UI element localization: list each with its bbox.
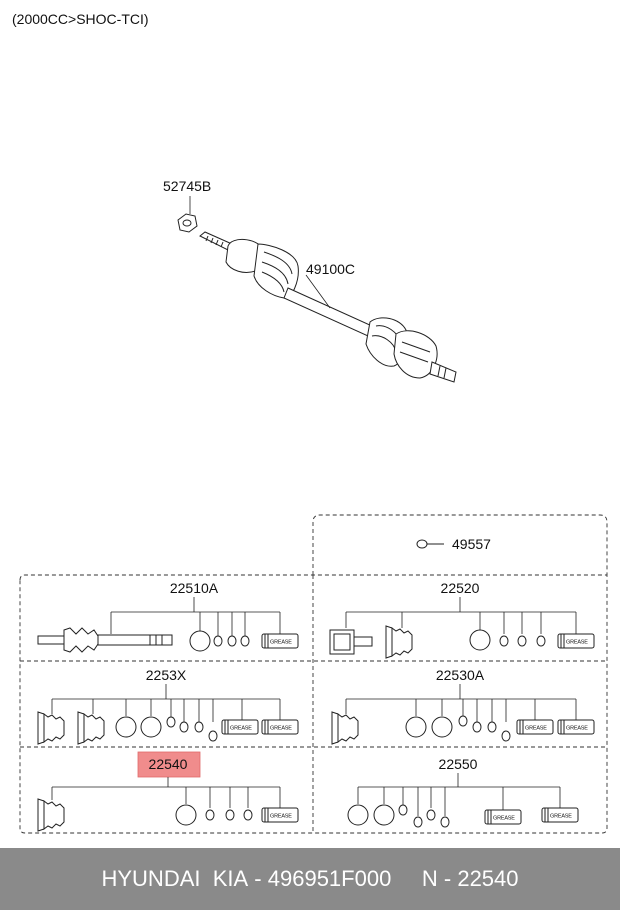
kit-22550: 22550	[347, 756, 579, 828]
kit-22520: 22520	[329, 580, 595, 659]
axle-assembly-icon	[37, 627, 173, 653]
shaft-bar-icon	[283, 287, 373, 337]
part-footer: HYUNDAI KIA - 496951F000 N - 22540	[0, 848, 620, 910]
footer-part-number: 496951F000	[267, 866, 392, 891]
footer-brand: HYUNDAI KIA	[101, 866, 249, 891]
drive-shaft-illustration: 52745B 49100C	[163, 178, 457, 383]
inner-joint-icon	[329, 629, 373, 655]
highlight-box	[137, 751, 201, 778]
footer-prefix: N	[421, 866, 438, 891]
footer-sep: -	[248, 866, 268, 891]
boot-ring-icon	[189, 630, 211, 652]
parts-diagram: GREASE (2000CC>SHOC-TCI) 52745B	[12, 11, 608, 834]
kit-label-22550: 22550	[439, 756, 478, 772]
footer-sep2: -	[437, 866, 458, 891]
callout-shaft: 49100C	[306, 261, 355, 277]
inner-boot-icon	[365, 317, 457, 383]
kit-label-22510a: 22510A	[170, 580, 219, 596]
kit-22530a: 22530A	[331, 667, 595, 745]
kit-label-22540: 22540	[149, 756, 188, 772]
kit-label-22520: 22520	[441, 580, 480, 596]
footer-gap	[391, 866, 422, 892]
band-clamp-icon	[416, 539, 444, 549]
callout-nut: 52745B	[163, 178, 211, 194]
footer-ref: 22540	[457, 866, 519, 891]
kit-label-2253x: 2253X	[146, 667, 187, 683]
kit-table	[19, 514, 608, 834]
outer-stub-icon	[199, 231, 233, 251]
kit-label-22530a: 22530A	[436, 667, 485, 683]
kit-2253x: 2253X	[37, 667, 299, 745]
subtitle: (2000CC>SHOC-TCI)	[12, 11, 149, 27]
kit-22540: 22540	[37, 751, 299, 832]
callout-band: 49557	[452, 536, 491, 552]
nut-icon	[177, 213, 198, 233]
kit-22510a: 22510A	[37, 580, 299, 653]
